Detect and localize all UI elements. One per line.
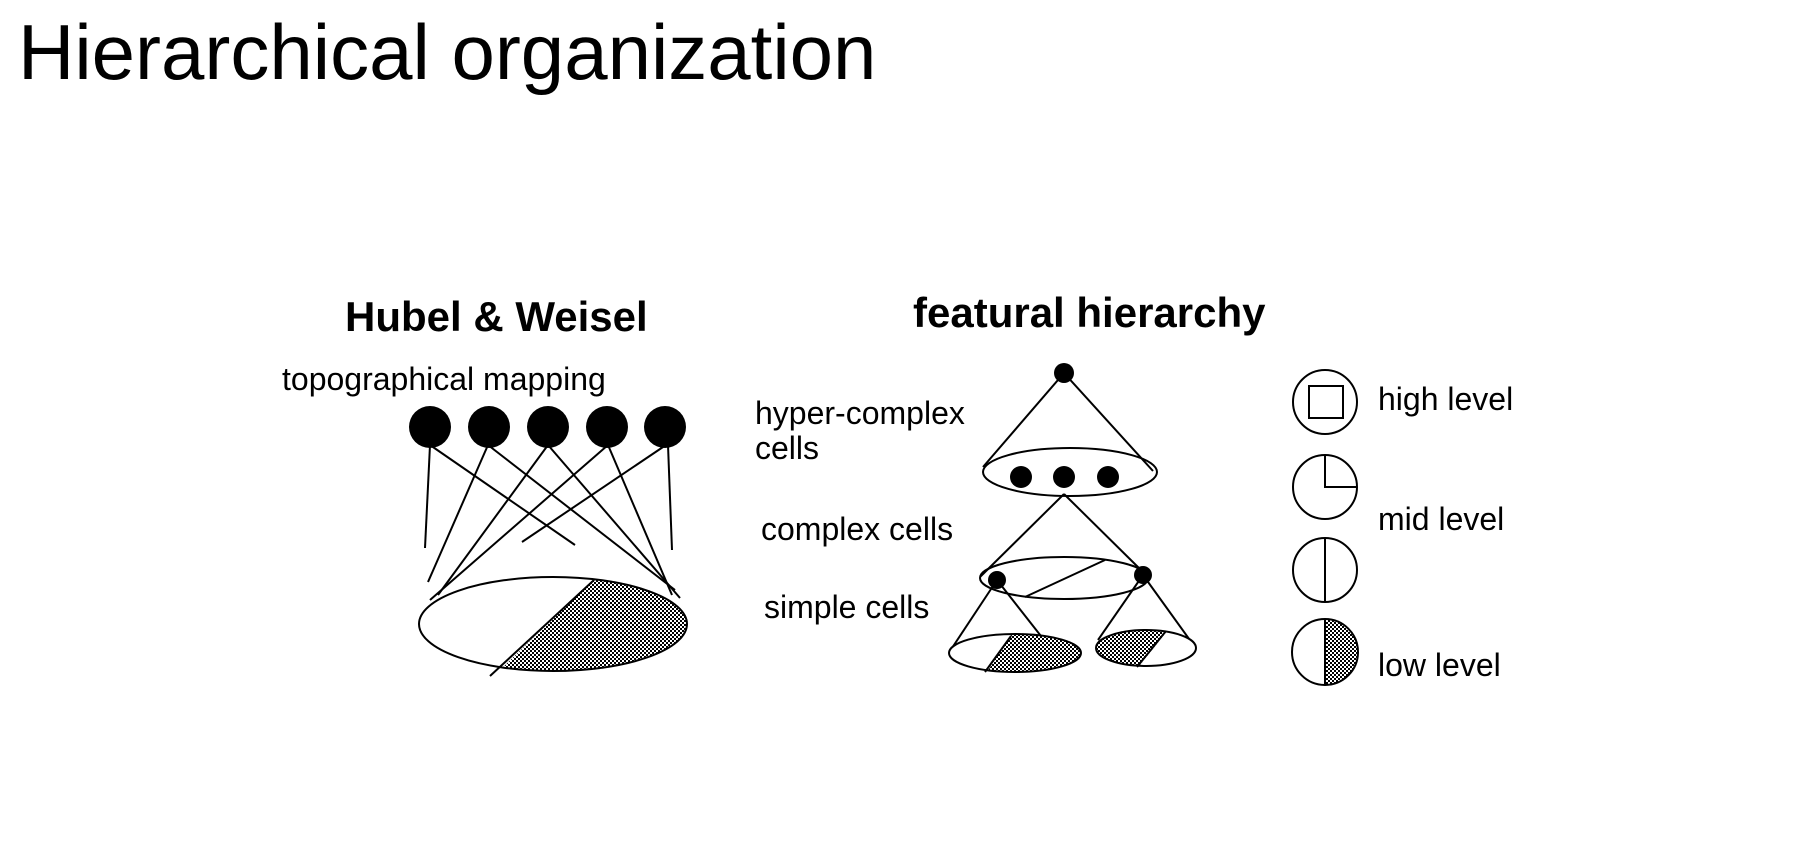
hubel-weisel-heading: Hubel & Weisel [345, 293, 648, 340]
simple-cell-right [1095, 629, 1197, 668]
projection-lines [424, 444, 681, 601]
mid-level-half-icon [1292, 537, 1358, 603]
hyper-complex-node [982, 363, 1154, 472]
low-level-icon [1291, 618, 1359, 686]
neuron-3 [527, 406, 569, 448]
hyper-complex-layer [982, 447, 1158, 497]
hyper-complex-label-line2: cells [755, 430, 819, 466]
neuron-5 [644, 406, 686, 448]
neuron-row [409, 406, 686, 448]
neuron-2 [468, 406, 510, 448]
simple-cells-label: simple cells [764, 589, 929, 625]
high-level-label: high level [1378, 381, 1513, 417]
level-legend: high level mid level low level [1291, 369, 1513, 686]
mid-level-quarter-icon [1292, 454, 1358, 520]
neuron-4 [586, 406, 628, 448]
neuron-1 [409, 406, 451, 448]
hyper-complex-label: hyper-complex [755, 395, 965, 431]
simple-cell-left [948, 633, 1082, 673]
receptive-field [418, 576, 688, 677]
complex-cells-label: complex cells [761, 511, 953, 547]
slide-title: Hierarchical organization [18, 8, 877, 96]
hubel-weisel-panel: Hubel & Weisel topographical mapping [282, 293, 688, 677]
featural-hierarchy-heading: featural hierarchy [913, 289, 1266, 336]
featural-hierarchy-panel: featural hierarchy hyper-complex cells c… [755, 289, 1266, 673]
mid-level-label: mid level [1378, 501, 1504, 537]
low-level-label: low level [1378, 647, 1501, 683]
high-level-icon [1292, 369, 1358, 435]
topographical-mapping-caption: topographical mapping [282, 361, 606, 397]
